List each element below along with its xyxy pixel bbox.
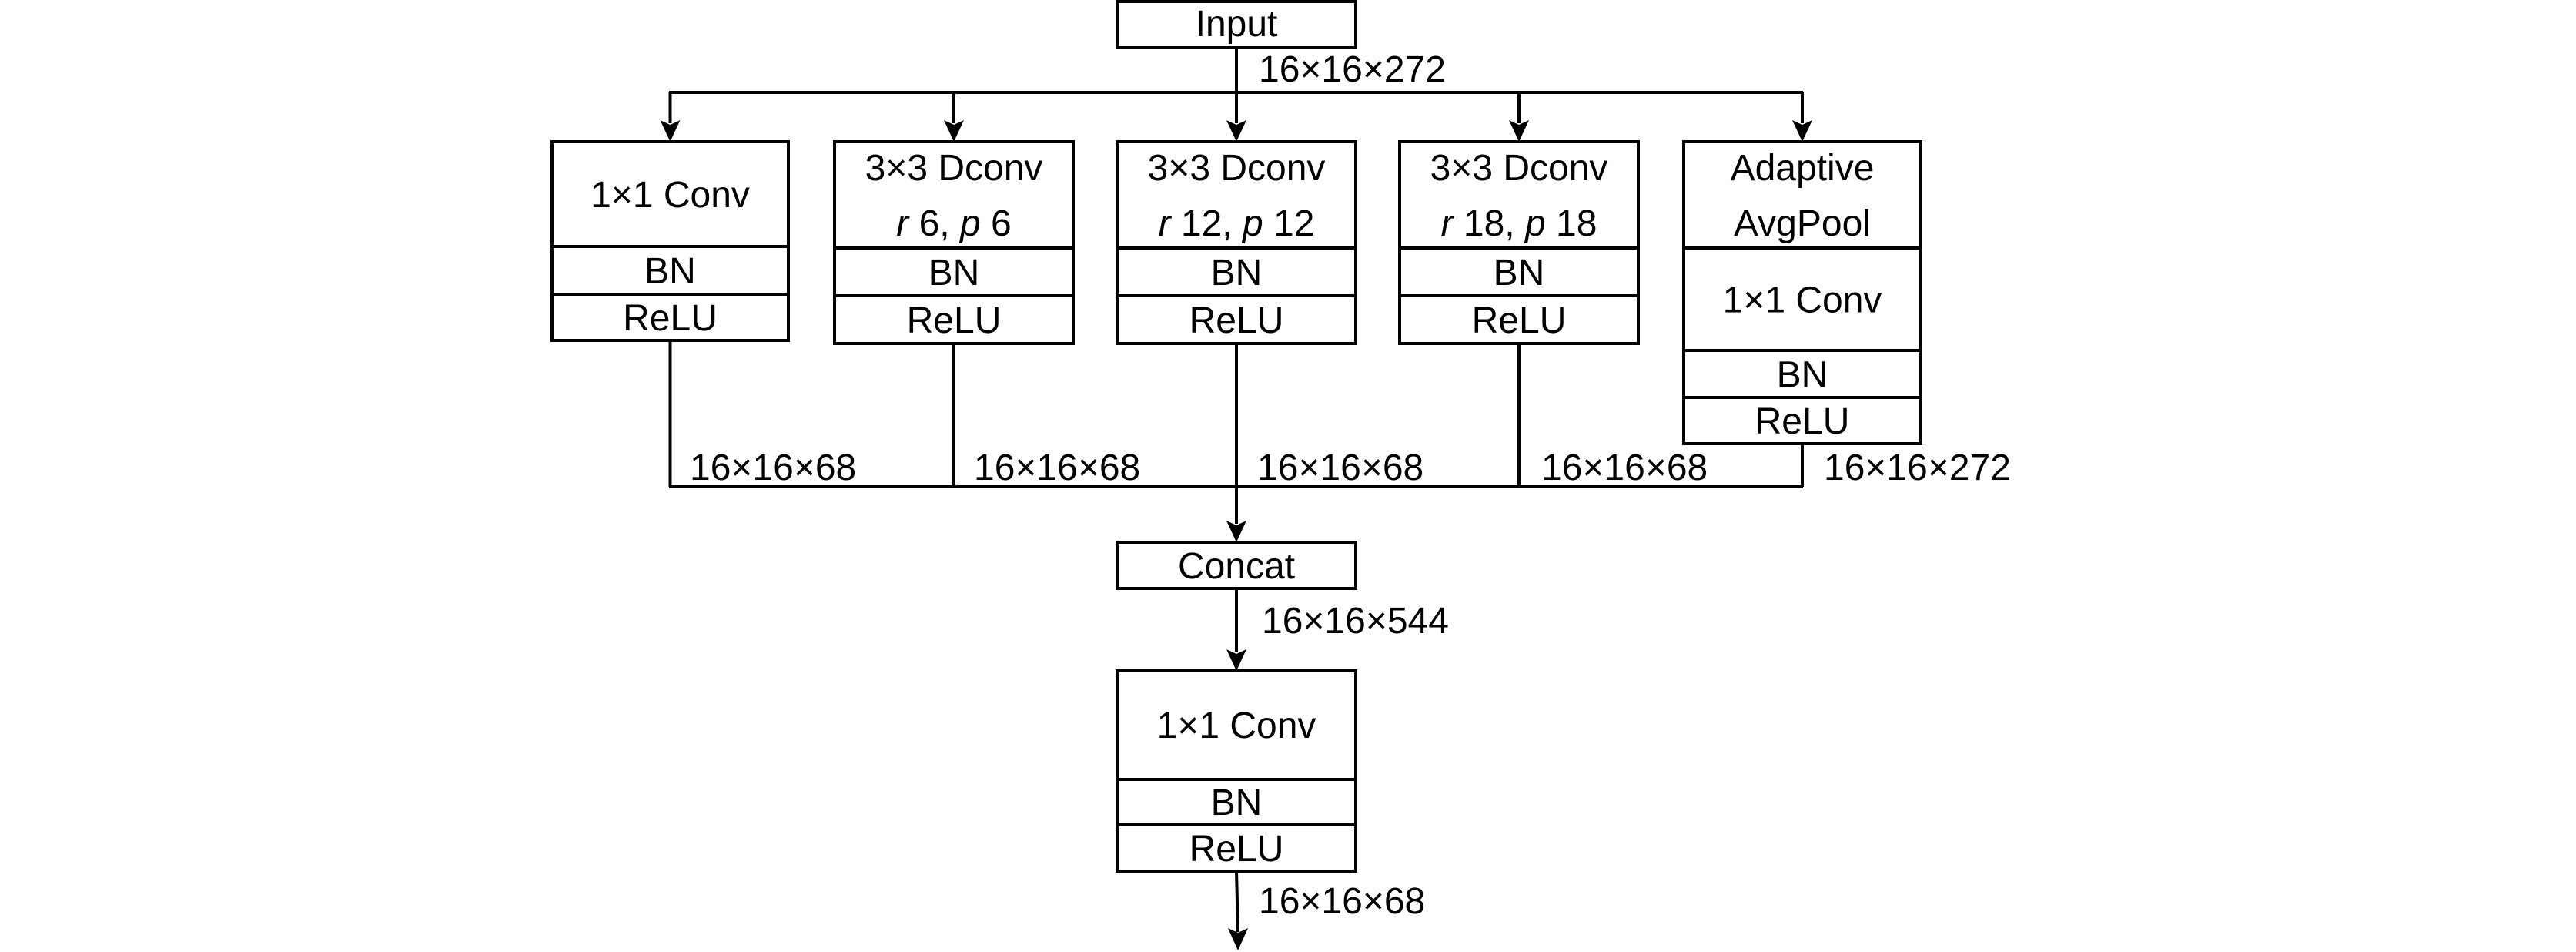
- branch-3-shape-label: 16×16×68: [1257, 448, 1423, 488]
- final-conv-label: 1×1 Conv: [1157, 706, 1316, 746]
- arrowhead-icon: [1228, 928, 1248, 950]
- layer-label: BN: [1211, 253, 1263, 293]
- branch-5-shape-label: 16×16×272: [1824, 448, 2011, 488]
- branch-4-shape-label: 16×16×68: [1541, 448, 1708, 488]
- layer-label: BN: [1494, 253, 1545, 293]
- layer-label: ReLU: [1472, 300, 1567, 341]
- input-shape-label: 16×16×272: [1259, 49, 1446, 90]
- arrowhead-icon: [1792, 120, 1812, 142]
- layer-label: Adaptive: [1731, 148, 1875, 189]
- final-relu-label: ReLU: [1189, 829, 1284, 870]
- branch-2: 3×3 Dconv r 6, p 6 BN ReLU: [833, 92, 1075, 487]
- layer-label: 1×1 Conv: [1723, 280, 1882, 321]
- output-line: [1235, 870, 1239, 933]
- branch-box: [550, 140, 790, 342]
- arrowhead-icon: [944, 120, 964, 142]
- layer-label: 3×3 Dconv: [865, 148, 1043, 189]
- layer-label: 3×3 Dconv: [1148, 148, 1326, 189]
- layer-label: ReLU: [907, 300, 1002, 341]
- input-label: Input: [1196, 4, 1278, 45]
- final-bn-label: BN: [1211, 783, 1263, 823]
- branch-2-shape-label: 16×16×68: [974, 448, 1140, 488]
- layer-label: ReLU: [1755, 401, 1850, 442]
- layer-label: AvgPool: [1734, 203, 1871, 244]
- branch-box: [833, 140, 1075, 345]
- concat-block: Concat: [1116, 541, 1357, 590]
- layer-label: r 18, p 18: [1441, 203, 1597, 244]
- arrowhead-icon: [1226, 120, 1246, 142]
- layer-label: 1×1 Conv: [590, 175, 750, 216]
- concat-shape-label: 16×16×544: [1262, 601, 1449, 642]
- final-box: [1116, 669, 1357, 873]
- layer-label: ReLU: [623, 298, 718, 339]
- branch-shape-labels: 16×16×68 16×16×68 16×16×68 16×16×68 16×1…: [690, 448, 2011, 488]
- concat-box: [1116, 541, 1357, 590]
- branch-4: 3×3 Dconv r 18, p 18 BN ReLU: [1398, 92, 1640, 487]
- layer-label: BN: [928, 253, 980, 293]
- branch-box: [1116, 140, 1357, 345]
- output-shape-label: 16×16×68: [1259, 881, 1425, 922]
- arrowhead-icon: [1509, 120, 1529, 142]
- branch-1-shape-label: 16×16×68: [690, 448, 856, 488]
- input-block: Input: [1116, 0, 1357, 49]
- layer-label: ReLU: [1189, 300, 1284, 341]
- layer-label: r 6, p 6: [896, 203, 1011, 244]
- arrowhead-icon: [1226, 521, 1246, 542]
- layer-label: BN: [644, 251, 696, 292]
- layer-label: 3×3 Dconv: [1430, 148, 1608, 189]
- layer-label: BN: [1777, 355, 1828, 396]
- branch-3: 3×3 Dconv r 12, p 12 BN ReLU: [1116, 92, 1357, 487]
- arrowhead-icon: [660, 120, 681, 142]
- arrowhead-icon: [1226, 649, 1246, 671]
- concat-label: Concat: [1178, 546, 1295, 587]
- final-block: 1×1 Conv BN ReLU: [1116, 669, 1357, 873]
- layer-label: r 12, p 12: [1159, 203, 1315, 244]
